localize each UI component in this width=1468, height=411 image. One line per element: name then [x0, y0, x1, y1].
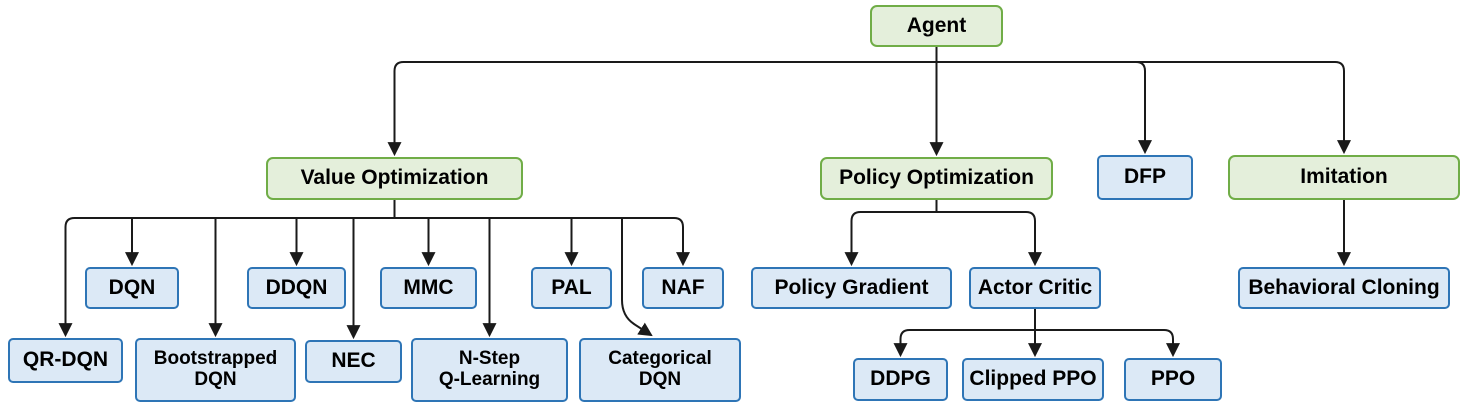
node-bootstrapped-dqn: Bootstrapped DQN — [135, 338, 296, 402]
node-nec: NEC — [305, 340, 402, 383]
edge-policy-optimization-actor-critic — [1025, 211, 1042, 267]
node-dfp: DFP — [1097, 155, 1193, 200]
node-pal: PAL — [531, 267, 612, 309]
node-dqn: DQN — [85, 267, 179, 309]
edge-agent-imitation — [1334, 61, 1351, 155]
node-ddqn: DDQN — [247, 267, 346, 309]
node-clipped-ppo: Clipped PPO — [962, 358, 1104, 401]
node-behavioral-cloning: Behavioral Cloning — [1238, 267, 1450, 309]
edge-value-optimization-categorical-dqn — [621, 218, 653, 337]
edge-value-optimization-naf — [673, 217, 690, 267]
edge-agent-value-optimization — [387, 61, 404, 157]
edge-actor-critic-ddpg — [893, 329, 910, 358]
node-imitation: Imitation — [1228, 155, 1460, 200]
node-agent: Agent — [870, 5, 1003, 47]
node-n-step-q-learning: N-Step Q-Learning — [411, 338, 568, 402]
node-value-optimization: Value Optimization — [266, 157, 523, 200]
node-ppo: PPO — [1124, 358, 1222, 401]
edge-agent-dfp — [1135, 61, 1152, 155]
node-categorical-dqn: Categorical DQN — [579, 338, 741, 402]
node-policy-optimization: Policy Optimization — [820, 157, 1053, 200]
node-qr-dqn: QR-DQN — [8, 338, 123, 383]
node-mmc: MMC — [380, 267, 477, 309]
edge-actor-critic-ppo — [1163, 329, 1180, 358]
node-naf: NAF — [642, 267, 724, 309]
node-policy-gradient: Policy Gradient — [751, 267, 952, 309]
edge-value-optimization-qr-dqn — [58, 217, 75, 338]
edge-policy-optimization-policy-gradient — [844, 211, 861, 267]
node-ddpg: DDPG — [853, 358, 948, 401]
node-actor-critic: Actor Critic — [969, 267, 1101, 309]
